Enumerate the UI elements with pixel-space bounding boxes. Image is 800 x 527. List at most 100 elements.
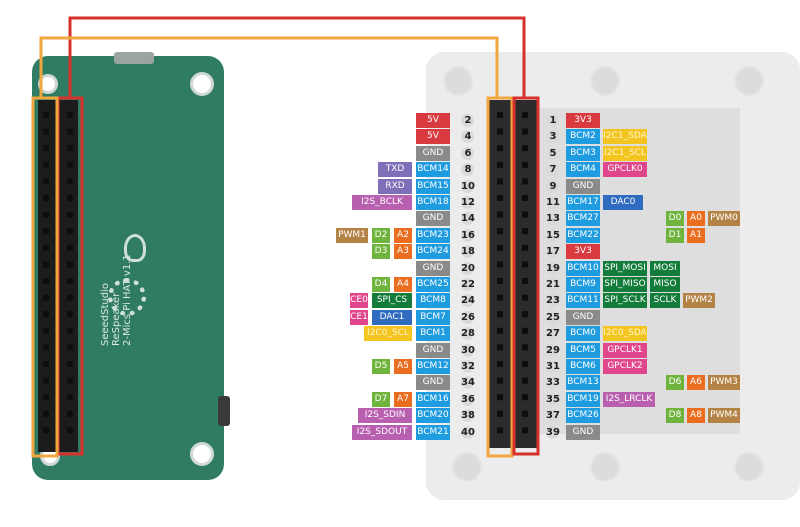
pin-number-dot (461, 327, 474, 341)
pin-label-p13-pwm0: PWM0 (708, 211, 740, 227)
pin-label-p3-i2c1-sda: I2C1_SDA (603, 129, 647, 145)
pin-label-p33-pwm3: PWM3 (708, 375, 740, 391)
hat-pin (43, 344, 49, 351)
pin-label-p27-i2c0-sda: I2C0_SDA (603, 326, 647, 342)
hat-pin (67, 211, 73, 218)
pi-pin (522, 211, 528, 218)
pin-number-dot (461, 425, 474, 439)
pin-number-right: 39 (546, 426, 560, 438)
pin-label-p36-bcm16: BCM16 (416, 391, 450, 407)
pin-label-p24-bcm8: BCM8 (416, 293, 450, 309)
hat-pin (67, 361, 73, 367)
pin-label-p15-d1: D1 (666, 227, 684, 243)
pin-number-left: 16 (461, 229, 475, 241)
pin-label-p19-spi-mosi: SPI_MOSI (603, 260, 647, 276)
pin-label-p33-bcm13: BCM13 (566, 375, 600, 391)
pi-pin (522, 178, 528, 185)
orange-wire (39, 36, 499, 98)
pin-label-p28-bcm1: BCM1 (416, 326, 450, 342)
pin-number-dot (461, 163, 474, 177)
pin-label-p37-a8: A8 (687, 408, 705, 424)
pin-label-p27-bcm0: BCM0 (566, 326, 600, 342)
pin-number-dot (546, 392, 559, 406)
pin-label-p18-a3: A3 (394, 244, 412, 260)
hat-pin (67, 427, 73, 434)
hat-pin (67, 394, 73, 401)
pin-label-p21-miso: MISO (650, 277, 680, 292)
pin-label-p7-bcm4: BCM4 (566, 162, 600, 178)
pin-number-dot (461, 343, 474, 357)
hat-pin (67, 278, 73, 284)
pin-number-right: 37 (546, 410, 560, 422)
pi-pin (497, 161, 503, 168)
pin-number-right: 19 (546, 262, 560, 274)
pin-label-p38-bcm20: BCM20 (416, 408, 450, 424)
pin-number-right: 9 (549, 180, 557, 192)
pi-pin (497, 394, 503, 401)
pin-number-right: 25 (546, 311, 560, 323)
pin-number-dot (546, 245, 559, 259)
pin-label-p23-bcm11: BCM11 (566, 293, 600, 309)
pin-number-dot (461, 294, 474, 308)
pin-label-p32-bcm12: BCM12 (416, 359, 450, 374)
red-wire (68, 16, 526, 98)
pin-number-dot (461, 261, 474, 275)
pin-number-dot (546, 409, 559, 423)
hat-pin (43, 394, 49, 401)
pin-number-left: 34 (461, 377, 475, 389)
pin-number-right: 21 (546, 279, 560, 290)
pi-pin (522, 361, 528, 367)
pi-pin (497, 195, 503, 201)
pin-label-p18-bcm24: BCM24 (416, 244, 450, 260)
pin-label-p22-d4: D4 (372, 277, 390, 292)
hat-pin (67, 145, 73, 152)
pin-number-dot (546, 146, 559, 160)
pin-number-dot (461, 130, 474, 144)
pin-number-left: 32 (461, 361, 475, 372)
pin-label-p19-mosi: MOSI (650, 260, 680, 276)
pin-label-p21-bcm9: BCM9 (566, 277, 600, 292)
hat-pin (43, 377, 49, 384)
pin-number-left: 36 (461, 393, 475, 405)
hat-pin (43, 410, 49, 417)
pi-row-red-highlight (512, 96, 540, 456)
pi-row-orange-highlight (486, 96, 514, 458)
pin-number-dot (546, 130, 559, 144)
pin-label-p12-i2s-bclk: I2S_BCLK (352, 195, 412, 210)
pin-label-p40-bcm21: BCM21 (416, 424, 450, 440)
hat-pin (67, 195, 73, 201)
pi-pin (522, 128, 528, 135)
pin-number-dot (546, 196, 559, 209)
pin-label-p18-d3: D3 (372, 244, 390, 260)
pi-header-socket-left (489, 100, 513, 448)
pin-number-dot (546, 310, 559, 324)
pin-label-p16-a2: A2 (394, 227, 412, 243)
pin-label-p26-bcm7: BCM7 (416, 309, 450, 325)
pin-number-left: 38 (461, 410, 475, 422)
pin-label-p15-a1: A1 (687, 227, 705, 243)
pin-label-p31-gpclk2: GPCLK2 (603, 359, 647, 374)
pin-number-right: 27 (546, 328, 560, 340)
pi-pin (522, 377, 528, 384)
hat-pin (43, 161, 49, 168)
pin-label-p34-gnd: GND (416, 375, 450, 391)
pin-number-left: 4 (464, 131, 472, 143)
pin-label-p11-bcm17: BCM17 (566, 195, 600, 210)
hat-pin (43, 178, 49, 185)
pin-label-p8-txd: TXD (378, 162, 412, 178)
pin-label-p32-a5: A5 (394, 359, 412, 374)
pin-label-p13-a0: A0 (687, 211, 705, 227)
mount-hole-tl (443, 66, 473, 96)
hat-pin (43, 327, 49, 334)
pin-number-left: 8 (464, 164, 472, 176)
hat-pin (67, 261, 73, 268)
pin-number-right: 3 (549, 131, 557, 143)
pi-pin (497, 361, 503, 367)
pin-label-p39-gnd: GND (566, 424, 600, 440)
pi-pin (497, 311, 503, 318)
hat-pin (67, 178, 73, 185)
pi-pin (522, 394, 528, 401)
pi-pin (497, 244, 503, 251)
pin-number-dot (461, 245, 474, 259)
pin-number-dot (461, 228, 474, 242)
